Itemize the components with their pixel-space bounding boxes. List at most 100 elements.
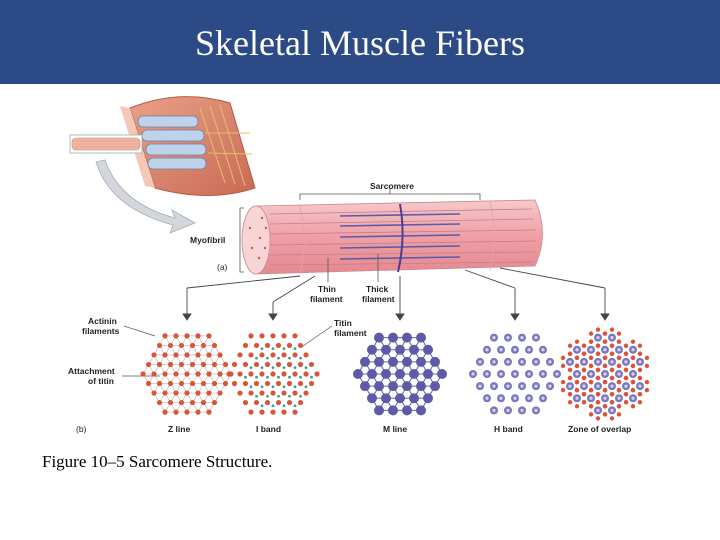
actin-dot (602, 379, 608, 385)
actin-dot (270, 352, 276, 358)
actin-dot (173, 390, 179, 396)
zone-of-overlap-cross-section (560, 327, 650, 421)
actin-dot (286, 399, 293, 406)
actin-dot (178, 361, 185, 368)
myosin-core (596, 408, 600, 412)
z-line-cross-section (140, 333, 234, 415)
myosin-dot (402, 332, 412, 343)
titin-dot (271, 385, 275, 389)
actin-dot (297, 399, 304, 406)
actin-dot (145, 361, 152, 368)
actin-dot (173, 371, 179, 377)
titin-filament-label-1: Titin (334, 318, 352, 328)
actin-dot (286, 361, 293, 368)
actin-dot (195, 352, 201, 358)
myosin-dot (423, 369, 433, 379)
actin-dot (162, 409, 168, 415)
actin-dot (206, 371, 212, 377)
myosin-dot (423, 393, 433, 404)
actin-dot (264, 342, 271, 349)
myosin-dot (402, 356, 412, 367)
actin-dot (637, 375, 643, 381)
actin-dot (178, 399, 185, 406)
i-band-cross-section (226, 333, 320, 415)
zoom-arrow (95, 159, 196, 234)
titin-dot (293, 385, 297, 389)
actin-dot (637, 343, 643, 348)
actin-dot (281, 390, 287, 396)
sarcomere-bracket (299, 188, 481, 200)
actin-dot (167, 361, 174, 368)
actin-dot (581, 392, 587, 397)
myosin-dot (395, 369, 405, 379)
titin-dot (266, 375, 269, 379)
actin-dot (581, 351, 587, 357)
zone-of-overlap-label: Zone of overlap (568, 424, 631, 434)
titin-dot (249, 366, 253, 370)
myosin-core (534, 384, 538, 388)
actin-dot (602, 404, 608, 409)
myosin-core (603, 396, 607, 400)
myosin-dot (388, 356, 398, 367)
actin-dot (211, 380, 218, 387)
myosin-core (603, 348, 607, 352)
actin-dot (588, 404, 594, 409)
actin-dot (574, 355, 580, 361)
actin-dot (184, 390, 190, 396)
actin-dot (206, 352, 212, 358)
myosin-core (513, 396, 517, 400)
myosin-core (568, 384, 572, 388)
titin-dot (310, 375, 313, 379)
actin-dot (602, 355, 608, 361)
titin-dot (260, 385, 264, 389)
actin-dot (275, 380, 282, 387)
actin-dot (270, 390, 276, 396)
actin-dot (211, 342, 218, 349)
myosin-dot (388, 405, 398, 416)
slide-title: Skeletal Muscle Fibers (195, 23, 525, 63)
titin-dot (266, 356, 269, 360)
myosin-core (610, 336, 614, 340)
actin-dot (173, 333, 179, 339)
myosin-core (541, 396, 545, 400)
titin-filament-label-2: filament (334, 328, 367, 338)
actin-dot (644, 363, 650, 369)
titin-dot (299, 394, 302, 398)
myosin-core (548, 384, 552, 388)
actin-dot (574, 339, 580, 344)
actin-dot (602, 331, 608, 336)
titin-dot (282, 366, 286, 370)
titin-dot (271, 366, 275, 370)
actin-dot (211, 361, 218, 368)
actin-dot (248, 352, 254, 358)
actin-dot (200, 399, 207, 406)
titin-dot (255, 356, 258, 360)
myosin-core (603, 372, 607, 376)
myosin-core (624, 360, 628, 364)
myosin-core (548, 360, 552, 364)
actin-dot (281, 371, 287, 377)
actin-dot (281, 333, 287, 339)
myosin-core (582, 360, 586, 364)
actin-dot (275, 342, 282, 349)
myosin-dot (416, 332, 426, 343)
myosin-core (471, 372, 475, 376)
actin-dot (259, 371, 265, 377)
actin-dot (248, 409, 254, 415)
actin-dot (253, 342, 260, 349)
actin-dot (222, 380, 229, 387)
actin-dot (297, 380, 304, 387)
actin-dot (281, 352, 287, 358)
actin-dot (292, 409, 298, 415)
myosin-core (513, 372, 517, 376)
actin-dot (303, 371, 309, 377)
titin-dot (299, 356, 302, 360)
myosin-core (506, 360, 510, 364)
myosin-dot (395, 393, 405, 404)
actin-dot (253, 380, 260, 387)
actin-dot (156, 361, 163, 368)
actin-dot (217, 390, 223, 396)
actin-dot (237, 390, 243, 396)
myosin-dot (402, 381, 412, 392)
attachment-of-titin-label-2: of titin (88, 376, 114, 386)
